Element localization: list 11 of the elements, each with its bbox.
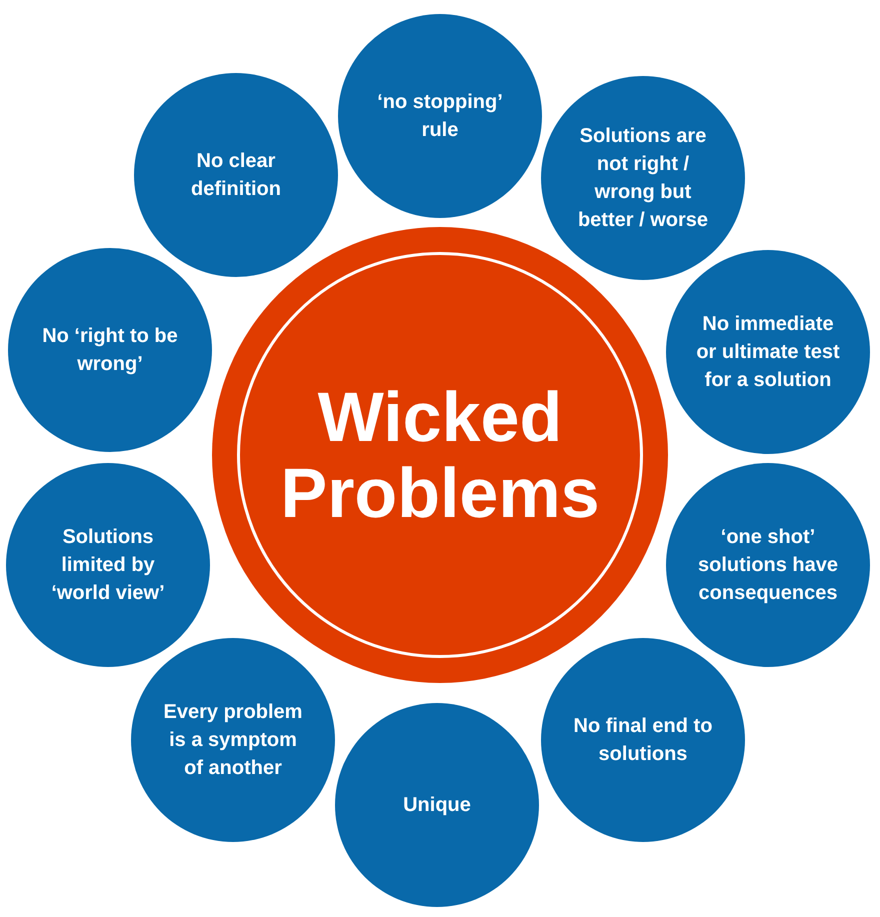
topic-text: No clear definition [190,149,282,202]
title-text: Wicked Problems [280,379,600,531]
topic-text: Solutions limited by ‘world view’ [50,525,166,606]
topic-text: ‘no stopping’ rule [376,90,504,143]
topic-text: Unique [402,793,472,818]
topic-text: No final end to solutions [572,714,714,767]
topic-text: No ‘right to be wrong’ [41,324,179,377]
topic-text: Solutions are not right / wrong but better / worse [576,124,710,233]
topic-text: No immediate or ultimate test for a solution [695,312,841,393]
topic-text: Every problem is a symptom of another [162,700,304,781]
topic-text: ‘one shot’ solutions have consequences [696,525,840,606]
